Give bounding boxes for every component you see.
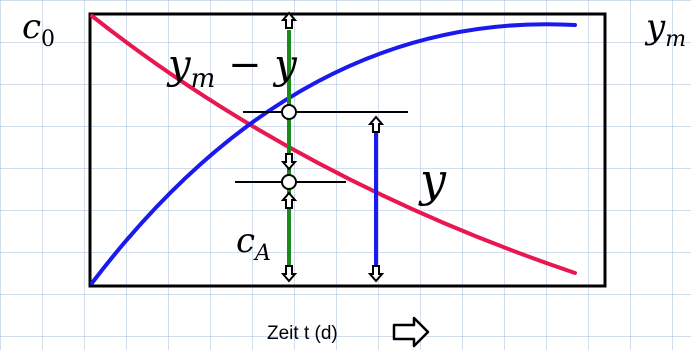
- growth-curve: [90, 22, 577, 285]
- up-arrow-icon: [280, 11, 298, 29]
- cA-label: cA: [236, 221, 271, 266]
- decay-curve: [90, 14, 577, 275]
- c0-label-sub: 0: [41, 27, 55, 52]
- ym-label: ym: [644, 7, 686, 52]
- ym-label-base: y: [644, 7, 666, 47]
- difference-label-sub: m: [191, 64, 216, 94]
- difference-label: ym − y: [166, 42, 298, 94]
- cA-label-base: c: [236, 221, 255, 261]
- up-arrow-icon: [280, 191, 298, 209]
- difference-label-base: y: [166, 42, 192, 88]
- cA-label-sub: A: [253, 241, 271, 266]
- right-arrow-icon: [392, 316, 430, 348]
- time-axis-label: Zeit t (d): [267, 323, 338, 344]
- down-arrow-icon: [280, 153, 298, 171]
- y-label: y: [418, 153, 447, 207]
- c0-label-base: c: [22, 7, 41, 47]
- down-arrow-icon: [367, 265, 385, 283]
- ym-label-sub: m: [665, 27, 686, 52]
- up-arrow-icon: [367, 115, 385, 133]
- lower-intersection-marker: [281, 174, 297, 190]
- c0-label: c0: [22, 7, 55, 52]
- upper-intersection-marker: [281, 104, 297, 120]
- down-arrow-icon: [280, 265, 298, 283]
- plot-frame: [88, 12, 607, 288]
- difference-label-rest: − y: [215, 42, 298, 88]
